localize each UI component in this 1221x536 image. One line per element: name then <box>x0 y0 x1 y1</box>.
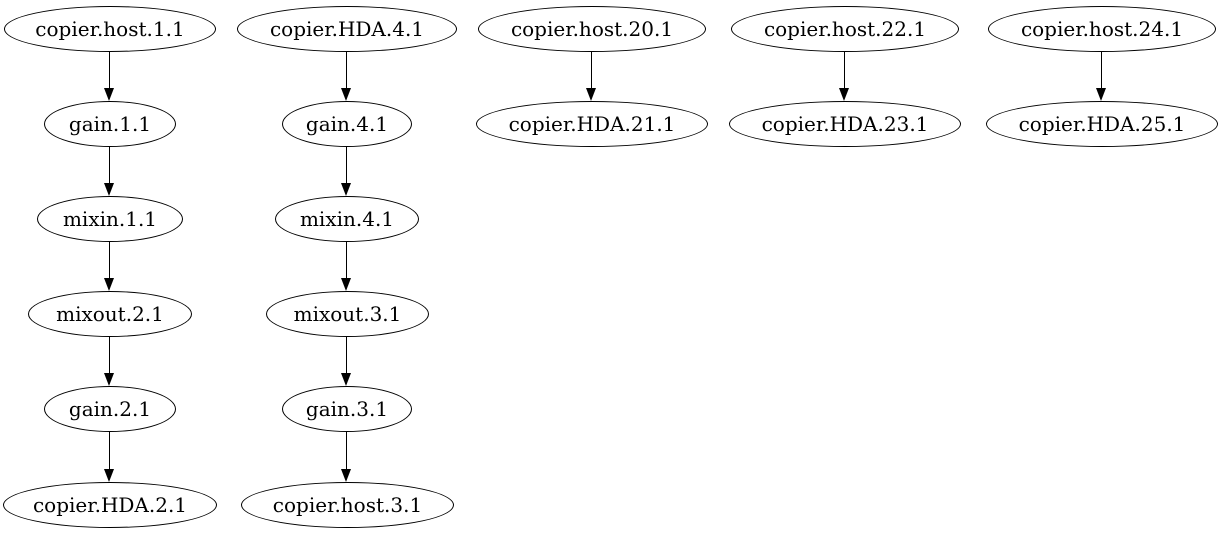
node-copier-host-3-1: copier.host.3.1 <box>241 482 454 528</box>
edge-arrowhead <box>104 183 114 196</box>
edge-line <box>346 337 348 373</box>
node-copier-hda-4-1: copier.HDA.4.1 <box>237 6 457 52</box>
node-mixout-3-1: mixout.3.1 <box>266 291 429 337</box>
edge-arrowhead <box>341 183 351 196</box>
node-copier-host-1-1: copier.host.1.1 <box>4 6 216 52</box>
edge-arrowhead <box>839 88 849 101</box>
edge-line <box>1101 52 1103 88</box>
edge-line <box>109 242 111 278</box>
edge-arrowhead <box>104 278 114 291</box>
edge-arrowhead <box>104 373 114 386</box>
edge-line <box>346 147 348 183</box>
node-mixin-4-1: mixin.4.1 <box>275 196 419 242</box>
edge-line <box>346 432 348 469</box>
node-gain-4-1: gain.4.1 <box>282 101 412 147</box>
edge-arrowhead <box>341 469 351 482</box>
node-copier-hda-25-1: copier.HDA.25.1 <box>986 101 1218 147</box>
node-copier-hda-2-1: copier.HDA.2.1 <box>3 482 217 528</box>
edge-line <box>109 337 111 373</box>
node-gain-2-1: gain.2.1 <box>44 386 176 432</box>
edge-arrowhead <box>1096 88 1106 101</box>
edge-arrowhead <box>104 469 114 482</box>
node-copier-hda-23-1: copier.HDA.23.1 <box>729 101 961 147</box>
edge-line <box>346 242 348 278</box>
node-gain-3-1: gain.3.1 <box>282 386 412 432</box>
node-mixout-2-1: mixout.2.1 <box>28 291 192 337</box>
edge-line <box>109 147 111 183</box>
edge-line <box>844 52 846 88</box>
edge-arrowhead <box>341 373 351 386</box>
edge-line <box>346 52 348 88</box>
edge-line <box>109 52 111 88</box>
edge-arrowhead <box>341 278 351 291</box>
edge-line <box>109 432 111 469</box>
node-copier-host-22-1: copier.host.22.1 <box>731 6 959 52</box>
node-mixin-1-1: mixin.1.1 <box>37 196 183 242</box>
edge-arrowhead <box>341 88 351 101</box>
edge-arrowhead <box>586 88 596 101</box>
node-copier-hda-21-1: copier.HDA.21.1 <box>476 101 708 147</box>
edge-line <box>591 52 593 88</box>
node-copier-host-20-1: copier.host.20.1 <box>478 6 706 52</box>
node-gain-1-1: gain.1.1 <box>44 101 176 147</box>
edge-arrowhead <box>104 88 114 101</box>
node-copier-host-24-1: copier.host.24.1 <box>988 6 1216 52</box>
